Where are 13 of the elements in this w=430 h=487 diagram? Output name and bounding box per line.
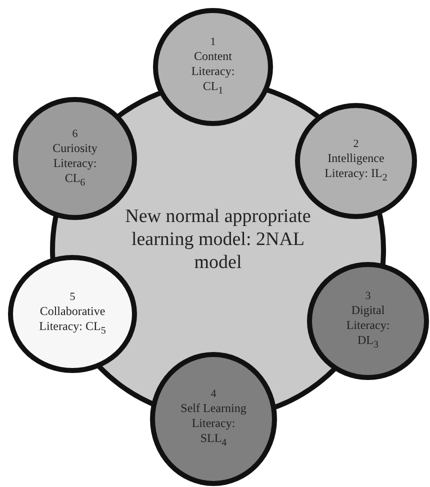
- circle-number: 4: [210, 387, 216, 402]
- circle-label: Self Learning Literacy: SLL$_{4}$: [180, 401, 248, 451]
- circle-number: 2: [353, 136, 359, 151]
- circle-number: 3: [365, 289, 371, 304]
- circle-label: Digital Literacy: DL$_{3}$: [345, 303, 391, 353]
- circle-label: Collaborative Literacy: CL$_{5}$: [38, 304, 107, 338]
- circle-number: 6: [72, 126, 78, 141]
- hub-label: New normal appropriate learning model: 2NAL model: [124, 205, 312, 274]
- circle-label: Curiosity Literacy: CL$_{6}$: [52, 140, 98, 190]
- circle-number: 1: [210, 35, 216, 50]
- circle-label: Intelligence Literacy: IL$_{2}$: [324, 150, 388, 186]
- circle-label: Content Literacy: CL$_{1}$: [190, 49, 236, 99]
- circle-number: 5: [70, 290, 76, 304]
